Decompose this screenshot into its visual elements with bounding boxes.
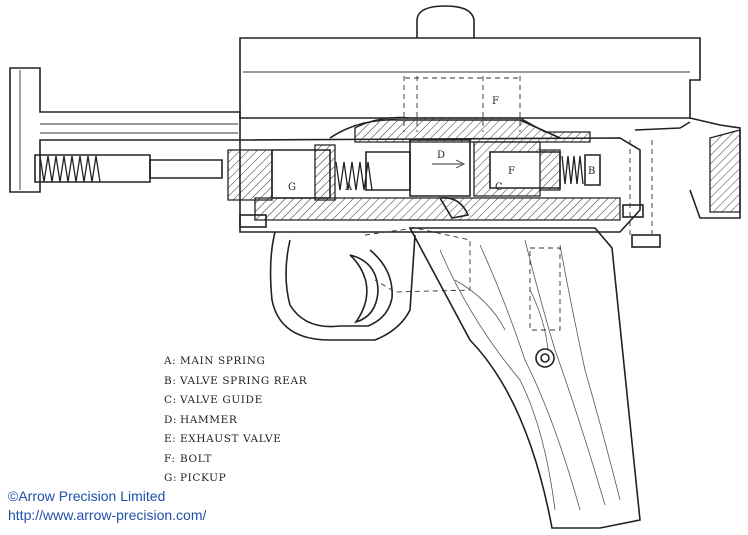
legend-item: A: MAIN SPRING [164,355,266,367]
front-rod-spring [34,154,223,183]
pickup-assembly [227,144,336,201]
valve-assembly [473,141,601,197]
trigger [349,254,379,324]
callout-f-upper: F [492,96,499,107]
trigger-guard-inner [285,239,393,328]
company-name: ©Arrow Precision Limited [8,488,166,504]
legend-item: C: VALVE GUIDE [164,394,263,406]
parts-legend: A: MAIN SPRING B: VALVE SPRING REAR C: V… [164,352,307,489]
trigger-guard [269,231,416,341]
callout-f-lower: F [508,166,515,177]
legend-item: F: BOLT [164,452,213,465]
trigger-linkage [364,227,471,293]
copyright-credit: ©Arrow Precision Limited http://www.arro… [8,487,206,525]
hammer [365,139,471,219]
legend-item: E: EXHAUST VALVE [164,433,282,445]
legend-item: G: PICKUP [164,472,227,484]
legend-item: D: HAMMER [164,413,238,426]
upper-hatched-section [354,116,591,143]
rear-sight [416,5,475,38]
rear-screws [239,140,661,248]
callout-c: C [495,182,503,193]
callout-g: G [288,182,296,193]
legend-item: B: VALVE SPRING REAR [164,374,308,387]
website-url: http://www.arrow-precision.com/ [8,507,207,523]
barrel [9,67,241,193]
grip [408,227,641,529]
callout-d: D [437,150,445,161]
callout-a: A [344,182,353,193]
lower-hatched-rail [254,197,621,221]
callout-b: B [588,166,595,177]
